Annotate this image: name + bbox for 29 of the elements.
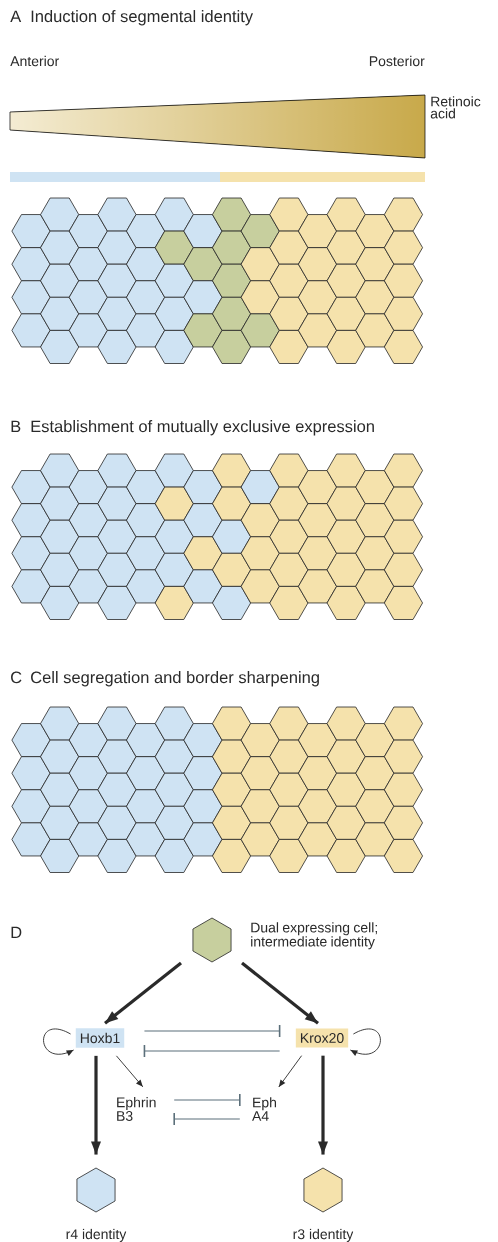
gene-label: Ephrin B3 (117, 1097, 156, 1121)
inhibition-line (143, 1045, 281, 1057)
hexagon-caption: r4 identity (66, 1228, 127, 1242)
panel-title: Induction of segmental identity (31, 10, 253, 26)
panel-letter: A (10, 10, 22, 22)
panel-title: Cell segregation and border sharpening (31, 671, 319, 687)
axis-label: Anterior (10, 55, 59, 67)
hexagon-caption: r3 identity (293, 1228, 354, 1242)
hexagon-caption: Dual expressing cell; intermediate identity (251, 922, 377, 950)
panel-letter: B (11, 420, 21, 432)
feedback-loop-arrow (43, 1028, 74, 1056)
feedback-loop-arrow (349, 1028, 381, 1056)
gene-label: Eph A4 (252, 1097, 276, 1121)
gene-box: Hoxb1 (75, 1028, 125, 1048)
arrow (104, 961, 182, 1025)
arrow (278, 1055, 303, 1088)
arrow (116, 1055, 144, 1088)
axis-label: Posterior (369, 55, 425, 67)
panel-letter: D (11, 926, 22, 938)
inhibition-line (173, 1094, 241, 1106)
gradient-label: Retinoic acid (430, 96, 481, 119)
gene-box: Krox20 (295, 1028, 349, 1048)
inhibition-line (173, 1113, 241, 1125)
inhibition-line (143, 1025, 281, 1037)
arrow (318, 1055, 328, 1155)
arrow (241, 961, 319, 1025)
panel-letter: C (11, 671, 22, 684)
arrow (91, 1055, 101, 1155)
panel-title: Establishment of mutually exclusive expression (31, 420, 374, 436)
